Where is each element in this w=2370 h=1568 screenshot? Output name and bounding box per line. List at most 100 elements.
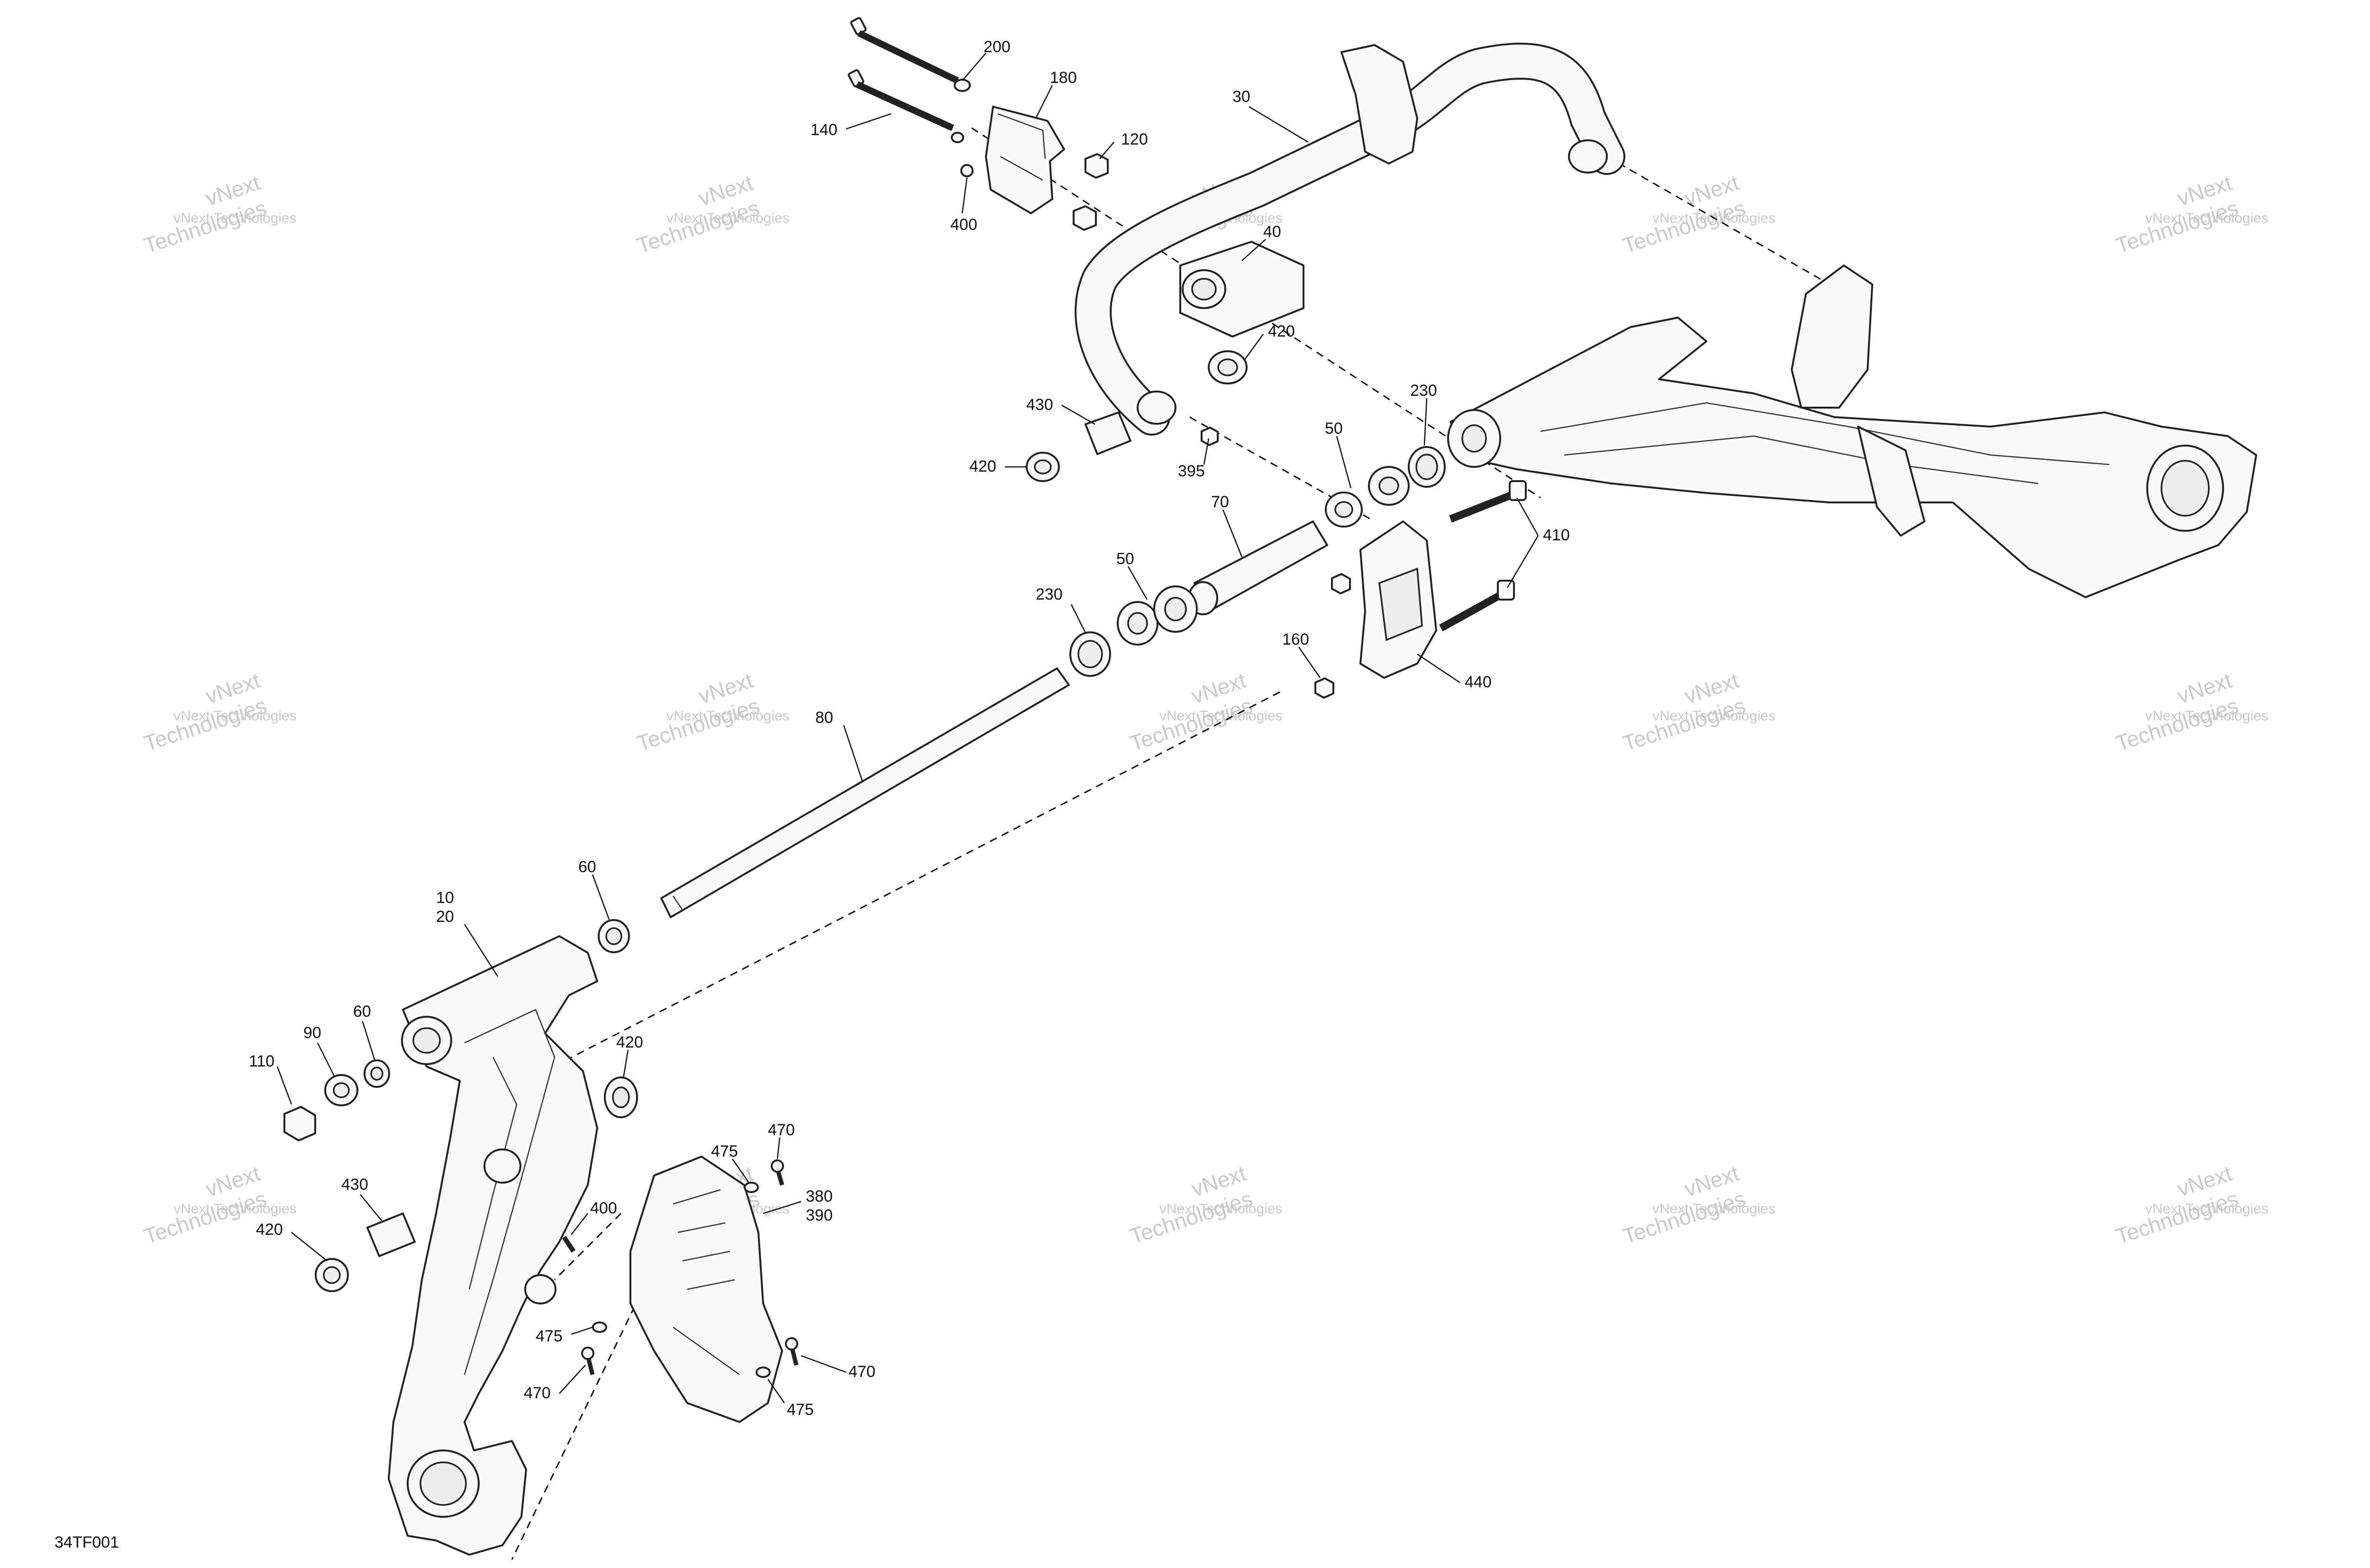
assembly-line	[526, 691, 1280, 1082]
assembly-line	[554, 1212, 622, 1281]
callout-420: 420	[1268, 322, 1295, 340]
sway-bar-bracket	[1340, 44, 1418, 164]
bolt-140	[848, 17, 959, 131]
nut	[1331, 573, 1351, 594]
watermark: vNext Technologies vNext Technologies	[1620, 1161, 1776, 1249]
watermark-line3: Technologies	[1620, 693, 1748, 756]
callout-90: 90	[303, 1024, 321, 1042]
watermark: vNext Technologies vNext Technologies	[141, 170, 297, 258]
watermark-line3: Technologies	[1620, 1186, 1748, 1249]
callout-10: 10	[436, 889, 454, 907]
arm-protector-380-390	[629, 1156, 783, 1423]
washer-475	[744, 1182, 759, 1193]
watermark-line3: Technologies	[634, 693, 762, 756]
callout-420: 420	[969, 457, 996, 475]
watermark-line1: vNext Technologies	[173, 708, 297, 724]
watermark-line3: Technologies	[1127, 1186, 1255, 1249]
watermark: vNext Technologies vNext Technologies	[1620, 170, 1776, 258]
bolt-410	[1439, 480, 1527, 631]
callout-475: 475	[711, 1142, 738, 1160]
watermark: vNext Technologies vNext Technologies	[1127, 1161, 1283, 1249]
watermark-line1: vNext Technologies	[666, 708, 790, 724]
watermark: vNext Technologies vNext Technologies	[2113, 668, 2269, 756]
watermark-line1: vNext Technologies	[666, 210, 790, 226]
watermark-line1: vNext Technologies	[2145, 708, 2269, 724]
watermark-line3: Technologies	[141, 1186, 269, 1249]
sway-bar-end	[1568, 139, 1608, 173]
watermark: vNext Technologies vNext Technologies	[141, 668, 297, 756]
nut-395	[1201, 427, 1219, 446]
callout-470: 470	[768, 1121, 795, 1139]
watermark-line1: vNext Technologies	[2145, 210, 2269, 226]
spacer-430	[1085, 411, 1131, 455]
washer-200	[954, 79, 971, 92]
nut-160	[1314, 677, 1334, 699]
callout-400: 400	[950, 216, 977, 234]
callout-50: 50	[1116, 550, 1134, 568]
callout-475: 475	[536, 1327, 563, 1345]
callout-30: 30	[1232, 88, 1250, 106]
watermark-line1: vNext Technologies	[1652, 1201, 1776, 1217]
bracket-180	[985, 106, 1065, 214]
watermark: vNext Technologies vNext Technologies	[634, 170, 790, 258]
callout-50: 50	[1325, 419, 1343, 438]
watermark-line3: Technologies	[1620, 195, 1748, 258]
watermark-line3: Technologies	[2113, 1186, 2241, 1249]
leader-lines	[276, 53, 1539, 1404]
callout-120: 120	[1121, 130, 1148, 148]
callout-230: 230	[1036, 585, 1063, 603]
callout-430: 430	[341, 1176, 368, 1194]
callout-110: 110	[249, 1052, 274, 1070]
callout-20: 20	[436, 908, 454, 926]
watermark-line3: Technologies	[141, 195, 269, 258]
watermark-line1: vNext Technologies	[1159, 708, 1283, 724]
callout-470: 470	[524, 1384, 551, 1402]
watermark-line3: Technologies	[1127, 693, 1255, 756]
screw-400	[960, 164, 974, 177]
washer-475	[756, 1367, 771, 1378]
callout-475: 475	[787, 1401, 814, 1419]
bushing-block-40	[1179, 241, 1304, 337]
callout-60: 60	[578, 858, 596, 876]
callout-70: 70	[1211, 493, 1229, 511]
callout-470: 470	[848, 1363, 875, 1381]
callout-80: 80	[815, 709, 833, 727]
callout-200: 200	[984, 38, 1011, 56]
callout-180: 180	[1050, 69, 1077, 87]
watermark-line3: Technologies	[141, 693, 269, 756]
watermark-line1: vNext Technologies	[173, 210, 297, 226]
diagram-code: 34TF001	[55, 1533, 119, 1551]
watermark-line1: vNext Technologies	[173, 1201, 297, 1217]
parts-layer	[283, 17, 2257, 1556]
nut	[1073, 205, 1097, 231]
callout-160: 160	[1282, 630, 1309, 648]
callout-420: 420	[256, 1221, 283, 1239]
callout-440: 440	[1465, 673, 1492, 691]
watermark-line3: Technologies	[2113, 195, 2241, 258]
sway-bar-end	[1137, 391, 1176, 425]
watermark: vNext Technologies vNext Technologies	[2113, 170, 2269, 258]
callout-40: 40	[1263, 223, 1281, 241]
watermark-line3: Technologies	[2113, 693, 2241, 756]
nut-120	[1085, 153, 1109, 179]
callout-140: 140	[811, 121, 838, 139]
assembly-line	[1606, 155, 1830, 285]
callout-410: 410	[1543, 526, 1570, 544]
watermark-line1: vNext Technologies	[2145, 1201, 2269, 1217]
watermark-line1: vNext Technologies	[1652, 708, 1776, 724]
callout-430: 430	[1026, 396, 1053, 414]
nut-110	[283, 1106, 316, 1141]
washer	[951, 132, 964, 143]
watermark-line3: Technologies	[634, 195, 762, 258]
screw-400	[562, 1236, 576, 1253]
watermark: vNext Technologies vNext Technologies	[1620, 668, 1776, 756]
callout-420: 420	[616, 1033, 643, 1051]
shock-mount-bracket	[1791, 264, 1873, 409]
watermark: vNext Technologies vNext Technologies	[634, 668, 790, 756]
arm-tab	[1857, 426, 1925, 537]
callout-390: 390	[806, 1206, 833, 1224]
watermark: vNext Technologies vNext Technologies	[2113, 1161, 2269, 1249]
callout-230: 230	[1410, 382, 1437, 400]
callout-380: 380	[806, 1187, 833, 1205]
